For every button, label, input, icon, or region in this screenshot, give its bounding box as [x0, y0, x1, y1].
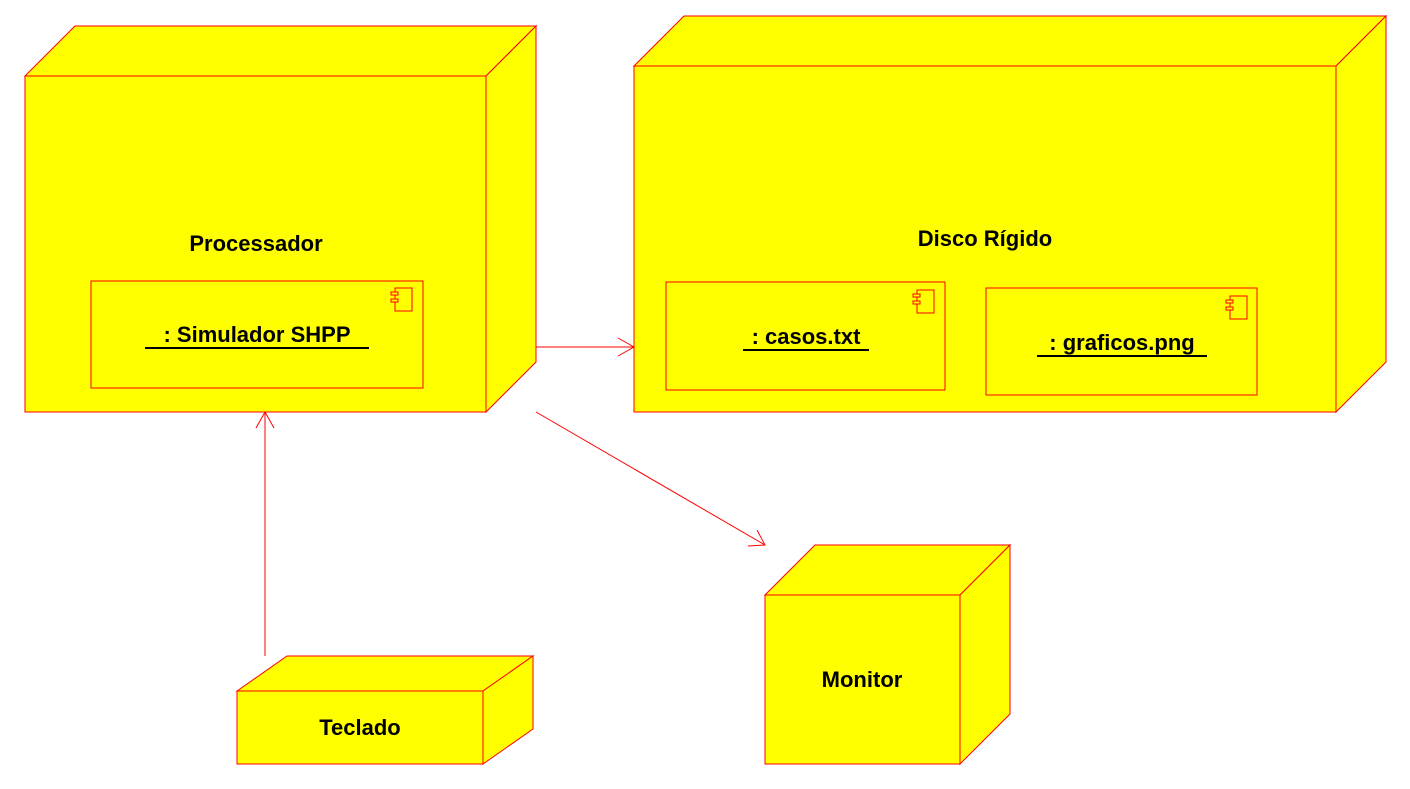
node-disco-rigido-side — [1335, 14, 1387, 414]
node-teclado-face — [236, 690, 484, 765]
component-graficos[interactable]: : graficos.png — [985, 287, 1258, 396]
node-disco-rigido-label: Disco Rígido — [918, 226, 1052, 251]
component-graficos-box — [985, 287, 1258, 396]
arrowhead-icon — [617, 337, 636, 357]
node-processador[interactable]: Processador : Simulador SHPP — [23, 24, 538, 414]
node-processador-top — [23, 25, 538, 77]
connector-processador-disco[interactable] — [536, 337, 636, 357]
connector-processador-monitor[interactable] — [535, 411, 766, 547]
arrowhead-icon — [255, 410, 275, 429]
component-simulador-label: : Simulador SHPP — [163, 322, 350, 347]
component-casos-label: : casos.txt — [752, 324, 861, 349]
component-icon — [390, 287, 413, 312]
node-processador-side — [485, 24, 537, 414]
node-teclado-top — [235, 655, 535, 692]
component-casos[interactable]: : casos.txt — [665, 281, 946, 391]
connector-teclado-processador[interactable] — [255, 410, 275, 656]
component-graficos-label: : graficos.png — [1049, 330, 1194, 355]
node-teclado-label: Teclado — [319, 715, 401, 740]
node-teclado[interactable]: Teclado — [235, 655, 535, 765]
node-processador-label: Processador — [189, 231, 323, 256]
node-monitor-face — [764, 594, 961, 765]
node-monitor-label: Monitor — [822, 667, 903, 692]
component-casos-box — [665, 281, 946, 391]
node-disco-rigido-top — [632, 15, 1388, 67]
component-simulador-box — [90, 280, 424, 389]
arrowhead-icon — [747, 529, 766, 547]
component-icon — [912, 289, 935, 314]
node-monitor[interactable]: Monitor — [763, 543, 1012, 766]
connector-line — [535, 411, 766, 546]
component-icon — [1225, 295, 1248, 320]
node-disco-rigido[interactable]: Disco Rígido : casos.txt : graficos.png — [632, 14, 1388, 414]
component-simulador[interactable]: : Simulador SHPP — [90, 280, 424, 389]
